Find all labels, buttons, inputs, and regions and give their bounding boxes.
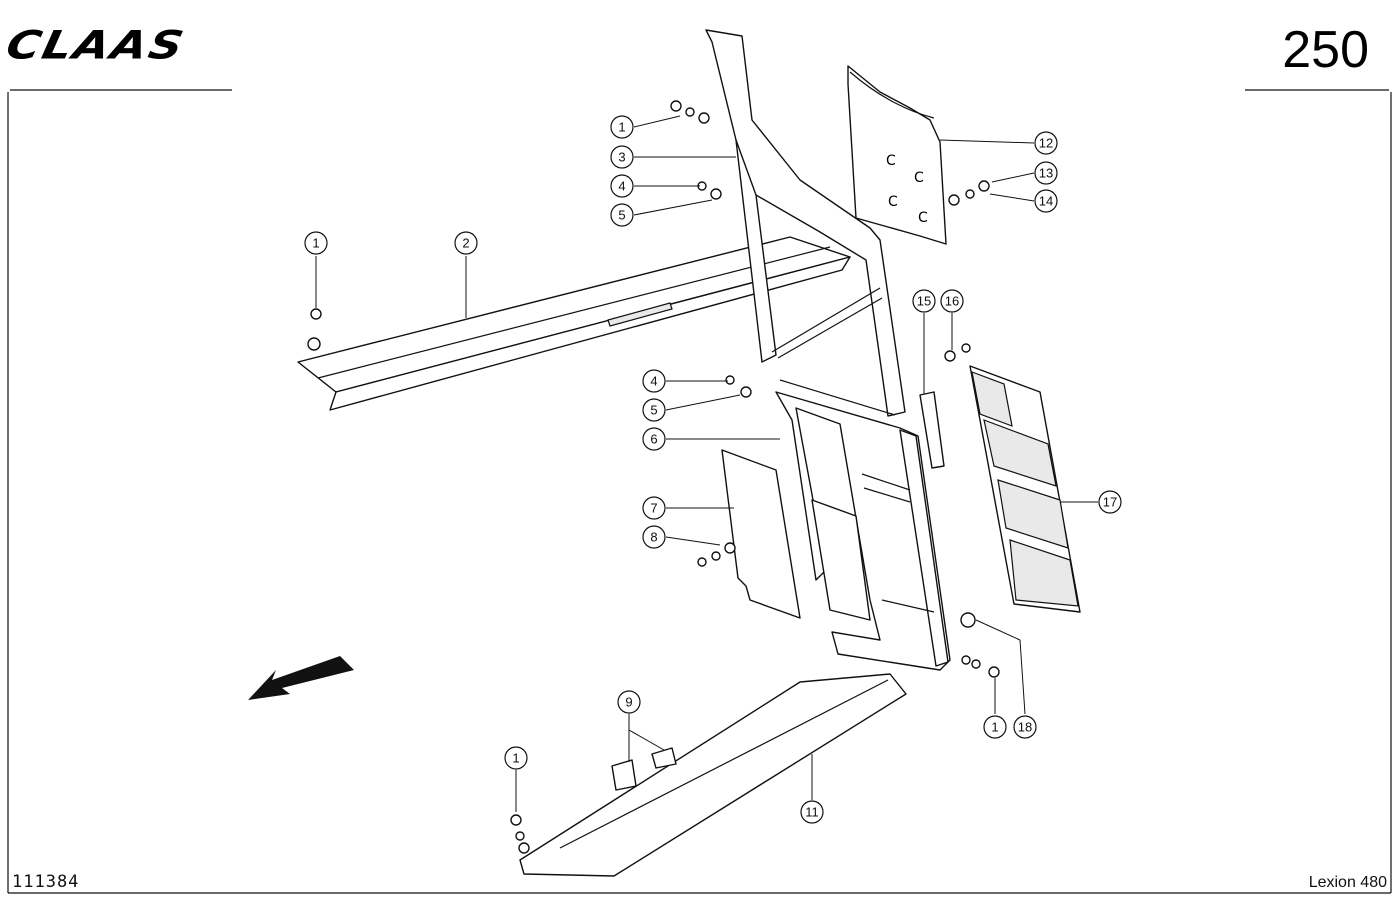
svg-text:11: 11 (805, 805, 819, 820)
svg-text:1: 1 (312, 236, 319, 251)
svg-text:1: 1 (618, 120, 625, 135)
svg-text:18: 18 (1018, 720, 1032, 735)
callout-1: 1 (504, 746, 528, 770)
svg-text:17: 17 (1103, 495, 1117, 510)
callout-3: 3 (610, 145, 634, 169)
svg-text:5: 5 (650, 403, 657, 418)
callout-15: 15 (912, 289, 936, 313)
svg-text:4: 4 (650, 374, 657, 389)
callout-7: 7 (642, 496, 666, 520)
part-9-bracket-b (651, 747, 677, 769)
svg-text:4: 4 (618, 179, 625, 194)
svg-text:C: C (888, 194, 898, 210)
travel-direction-arrow (248, 656, 354, 700)
part-6-lower-frame (775, 391, 951, 671)
svg-text:C: C (918, 210, 928, 226)
part-2-beam (297, 236, 851, 411)
callout-6: 6 (642, 427, 666, 451)
svg-text:5: 5 (618, 208, 625, 223)
part-11-step (519, 673, 907, 877)
machine-model: Lexion 480 (1308, 874, 1387, 891)
svg-text:2: 2 (462, 236, 469, 251)
leader-lines (315, 115, 1098, 812)
callout-1: 1 (983, 715, 1007, 739)
callout-2: 2 (454, 231, 478, 255)
callout-5: 5 (642, 398, 666, 422)
svg-text:8: 8 (650, 530, 657, 545)
svg-text:7: 7 (650, 501, 657, 516)
callout-4: 4 (642, 369, 666, 393)
drawing-number: 111384 (12, 872, 80, 892)
svg-text:C: C (914, 170, 924, 186)
svg-text:12: 12 (1039, 136, 1053, 151)
svg-text:1: 1 (991, 720, 998, 735)
svg-text:1: 1 (512, 751, 519, 766)
callout-16: 16 (940, 289, 964, 313)
svg-text:15: 15 (917, 294, 931, 309)
callout-8: 8 (642, 525, 666, 549)
callout-14: 14 (1034, 189, 1058, 213)
callout-18: 18 (1013, 715, 1037, 739)
part-15-bracket (919, 391, 945, 469)
callout-9: 9 (617, 690, 641, 714)
svg-text:14: 14 (1039, 194, 1053, 209)
part-3-upper-frame (705, 29, 906, 417)
callout-1: 1 (304, 231, 328, 255)
fastener-bolts (307, 100, 1000, 854)
part-12-plate: C C C C (847, 65, 947, 245)
part-7-cover-plate (721, 449, 801, 619)
svg-text:6: 6 (650, 432, 657, 447)
callout-11: 11 (800, 800, 824, 824)
callout-17: 17 (1098, 490, 1122, 514)
callout-12: 12 (1034, 131, 1058, 155)
callout-4: 4 (610, 174, 634, 198)
page-number: 250 (1282, 21, 1369, 79)
part-9-bracket-a (611, 759, 637, 791)
part-17-hatched-plate (969, 365, 1081, 613)
callout-13: 13 (1034, 161, 1058, 185)
callout-1: 1 (610, 115, 634, 139)
svg-text:9: 9 (625, 695, 632, 710)
svg-text:C: C (886, 153, 896, 169)
svg-text:13: 13 (1039, 166, 1053, 181)
callout-5: 5 (610, 203, 634, 227)
svg-text:16: 16 (945, 294, 959, 309)
svg-text:3: 3 (618, 150, 625, 165)
